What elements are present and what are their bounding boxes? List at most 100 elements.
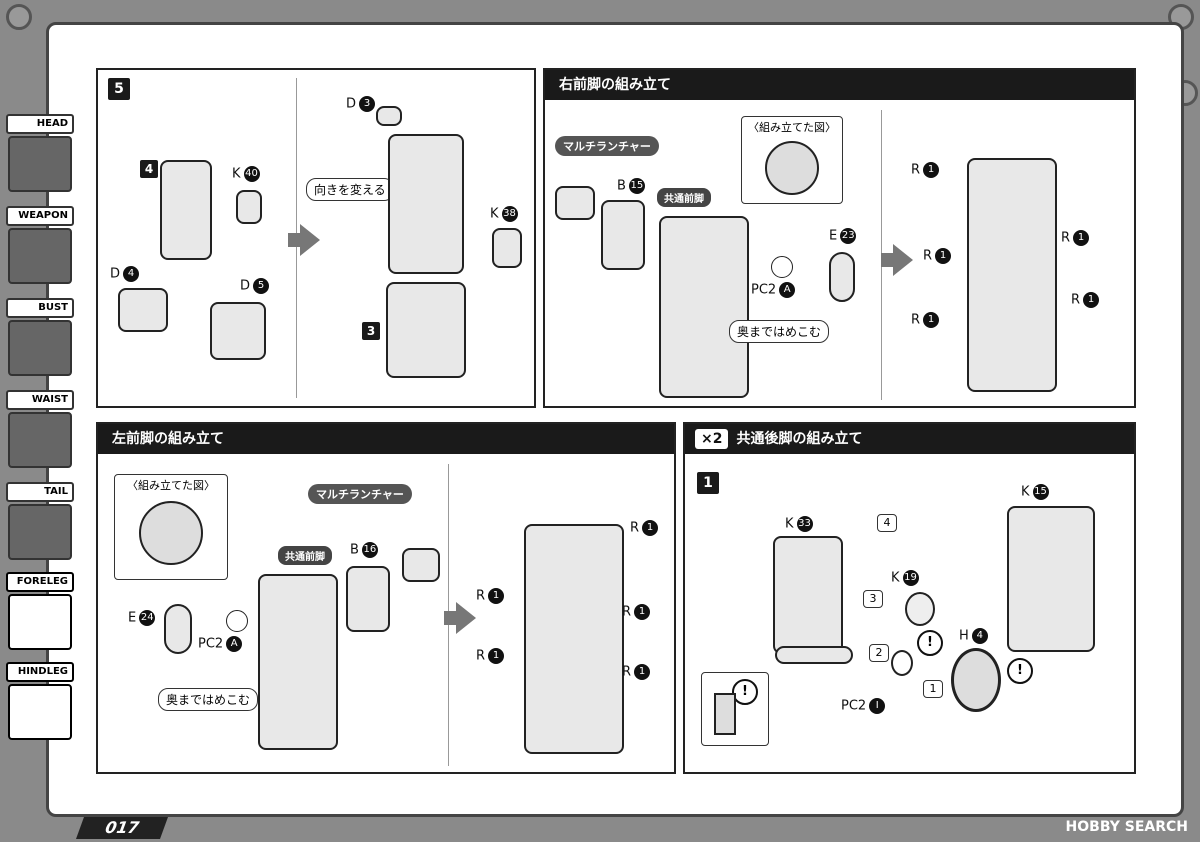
tab-label: HINDLEG xyxy=(6,662,74,682)
tab-label: BUST xyxy=(6,298,74,318)
pin-detail-illustration xyxy=(714,693,736,735)
d3-part-illustration xyxy=(376,106,402,126)
part-letter: B xyxy=(350,542,359,558)
arrow-right-icon xyxy=(893,244,913,276)
multilauncher-part-illustration xyxy=(555,186,595,220)
left-foreleg-assembly-illustration xyxy=(258,574,338,750)
page-number: 017 xyxy=(75,817,169,839)
part-letter: E xyxy=(128,610,137,626)
head-part-icon xyxy=(8,136,72,192)
right-foreleg-complete-illustration xyxy=(967,158,1057,392)
tab-head[interactable]: HEAD xyxy=(0,110,80,192)
part-letter: D xyxy=(240,278,251,294)
hindleg-part-icon xyxy=(8,684,72,740)
order-marker: 2 xyxy=(869,644,889,662)
common-foreleg-label: 共通前脚 xyxy=(657,188,711,207)
gear-decoration-icon xyxy=(6,4,32,30)
order-marker: 3 xyxy=(863,590,883,608)
part-number: 1 xyxy=(634,664,651,680)
waist-part-icon xyxy=(8,412,72,468)
part-letter: H xyxy=(959,628,969,644)
multilauncher-label: マルチランチャー xyxy=(308,484,412,504)
part-letter: E xyxy=(829,228,838,244)
part-letter: PC2 xyxy=(841,698,867,714)
assembled-view-box: 〈組み立てた図〉 xyxy=(114,474,228,580)
pc2-part-illustration xyxy=(891,650,913,676)
panel-title: 左前脚の組み立て xyxy=(98,424,674,454)
assembled-view-illustration xyxy=(765,141,819,195)
assembled-view-label: 〈組み立てた図〉 xyxy=(127,479,215,492)
tail-part-icon xyxy=(8,504,72,560)
step-number: 1 xyxy=(697,472,719,494)
part-letter: PC2 xyxy=(751,282,777,298)
part-number: 24 xyxy=(139,610,156,626)
part-letter: K xyxy=(1021,484,1030,500)
common-foreleg-label: 共通前脚 xyxy=(278,546,332,565)
assembled-view-illustration xyxy=(139,501,203,565)
b16-part-illustration xyxy=(346,566,390,632)
tab-foreleg[interactable]: FORELEG xyxy=(0,568,80,650)
tab-label: HEAD xyxy=(6,114,74,134)
weapon-part-icon xyxy=(8,228,72,284)
part-number: 1 xyxy=(923,312,940,328)
part-letter: K xyxy=(232,166,241,182)
tab-label: WEAPON xyxy=(6,206,74,226)
leg-part-illustration xyxy=(160,160,212,260)
step-number: 5 xyxy=(108,78,130,100)
tab-label: FORELEG xyxy=(6,572,74,592)
shaft-part-illustration xyxy=(775,646,853,664)
arrow-right-icon xyxy=(300,224,320,256)
sub-step-number: 3 xyxy=(362,322,380,340)
multilauncher-label: マルチランチャー xyxy=(555,136,659,156)
tab-tail[interactable]: TAIL xyxy=(0,478,80,560)
assembled-view-label: 〈組み立てた図〉 xyxy=(748,121,836,134)
part-number: 3 xyxy=(359,96,376,112)
panel-title: 右前脚の組み立て xyxy=(545,70,1134,100)
multilauncher-part-illustration xyxy=(402,548,440,582)
part-letter: D xyxy=(110,266,121,282)
part-number: 19 xyxy=(902,570,919,586)
part-number: 4 xyxy=(971,628,988,644)
part-letter: K xyxy=(785,516,794,532)
part-letter: K xyxy=(891,570,900,586)
e24-part-illustration xyxy=(164,604,192,654)
part-number: 40 xyxy=(243,166,260,182)
lower-leg-assembly-illustration xyxy=(386,282,466,378)
pc2-part-illustration xyxy=(771,256,793,278)
tab-bust[interactable]: BUST xyxy=(0,294,80,376)
b15-part-illustration xyxy=(601,200,645,270)
part-letter: K xyxy=(490,206,499,222)
part-number: 1 xyxy=(634,604,651,620)
part-runner-mark: A xyxy=(226,636,243,652)
part-number: 1 xyxy=(642,520,659,536)
tab-waist[interactable]: WAIST xyxy=(0,386,80,468)
part-number: 1 xyxy=(488,588,505,604)
tab-hindleg[interactable]: HINDLEG xyxy=(0,658,80,740)
part-letter: B xyxy=(617,178,626,194)
tab-label: TAIL xyxy=(6,482,74,502)
arrow-stem xyxy=(444,611,456,625)
k19-part-illustration xyxy=(905,592,935,626)
tab-weapon[interactable]: WEAPON xyxy=(0,202,80,284)
part-number: 1 xyxy=(1083,292,1100,308)
part-number: 4 xyxy=(123,266,140,282)
part-letter: PC2 xyxy=(198,636,224,652)
part-number: 15 xyxy=(628,178,645,194)
